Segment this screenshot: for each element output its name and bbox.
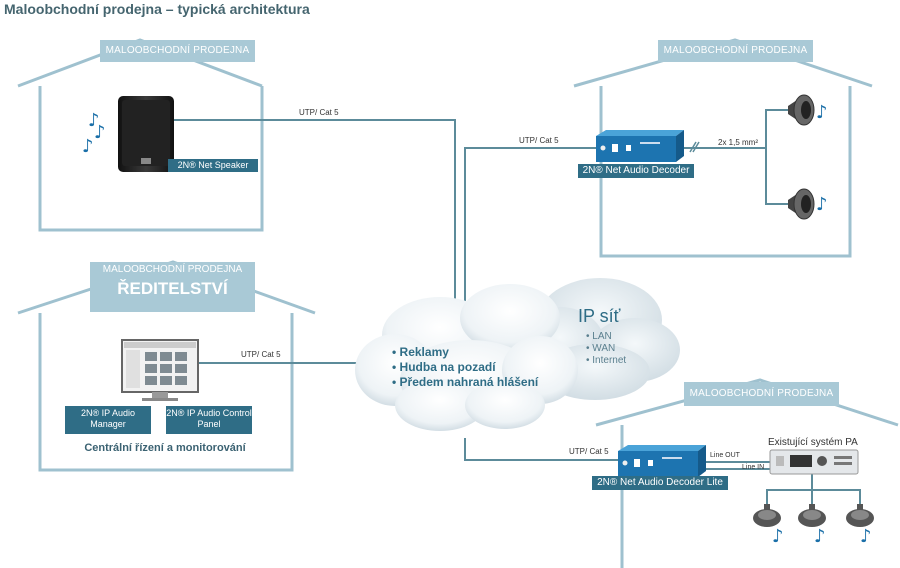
- network-item: • WAN: [586, 343, 616, 354]
- pa-amplifier: [769, 449, 859, 475]
- line-in-label: Line IN: [742, 464, 765, 471]
- music-note-icon: ♪: [814, 526, 826, 547]
- control-panel-label: 2N® IP Audio Control Panel: [166, 406, 252, 434]
- audio-decoder-label: 2N® Net Audio Decoder: [578, 164, 694, 178]
- cable-label: 2x 1,5 mm²: [718, 138, 759, 147]
- ip-network-list: • LAN • WAN • Internet: [586, 331, 626, 367]
- management-monitor: [121, 339, 199, 401]
- ip-network-title: IP síť: [578, 306, 621, 326]
- audio-decoder-lite-device: [618, 445, 706, 477]
- services-list: • Reklamy • Hudba na pozadí • Předem nah…: [392, 345, 538, 390]
- store-tag-top-right: MALOOBCHODNÍ PRODEJNA: [663, 45, 808, 56]
- page-title: Maloobchodní prodejna – typická architek…: [4, 1, 310, 17]
- link-label-utp: UTP/ Cat 5: [519, 136, 559, 145]
- audio-decoder-device: [596, 130, 684, 162]
- net-speaker-device: [118, 96, 174, 172]
- link-label-utp: UTP/ Cat 5: [299, 108, 339, 117]
- services-cloud: [355, 284, 578, 431]
- service-item: • Reklamy: [392, 345, 449, 359]
- network-item: • Internet: [586, 355, 627, 366]
- music-note-icon: ♪: [82, 136, 94, 157]
- audio-manager-label: 2N® IP Audio Manager: [65, 406, 151, 434]
- music-note-icon: ♪: [816, 102, 828, 123]
- music-note-icon: ♪: [772, 526, 784, 547]
- audio-decoder-lite-label: 2N® Net Audio Decoder Lite: [592, 476, 728, 490]
- link-label-utp: UTP/ Cat 5: [241, 350, 281, 359]
- horn-speaker-2: [788, 188, 815, 220]
- store-tag-top-left: MALOOBCHODNÍ PRODEJNA: [105, 45, 250, 56]
- management-tag: MALOOBCHODNÍ PRODEJNA: [102, 264, 243, 275]
- line-out-label: Line OUT: [710, 452, 740, 459]
- net-speaker-label: 2N® Net Speaker: [168, 159, 258, 172]
- ceiling-speaker-2: [798, 504, 826, 527]
- music-note-icon: ♪: [88, 110, 100, 131]
- ceiling-speaker-3: [846, 504, 874, 527]
- network-item: • LAN: [586, 331, 612, 342]
- management-sublabel: ŘEDITELSTVÍ: [117, 279, 228, 298]
- ceiling-speaker-1: [753, 504, 781, 527]
- existing-pa-label: Existující systém PA: [768, 437, 858, 448]
- link-label-utp: UTP/ Cat 5: [569, 447, 609, 456]
- music-note-icon: ♪: [94, 122, 106, 143]
- music-note-icon: ♪: [860, 526, 872, 547]
- service-item: • Předem nahraná hlášení: [392, 375, 539, 389]
- management-caption: Centrální řízení a monitorování: [84, 442, 246, 454]
- service-item: • Hudba na pozadí: [392, 360, 496, 374]
- music-note-icon: ♪: [816, 194, 828, 215]
- store-tag-bottom-right: MALOOBCHODNÍ PRODEJNA: [689, 388, 834, 399]
- horn-speaker-1: [788, 94, 815, 126]
